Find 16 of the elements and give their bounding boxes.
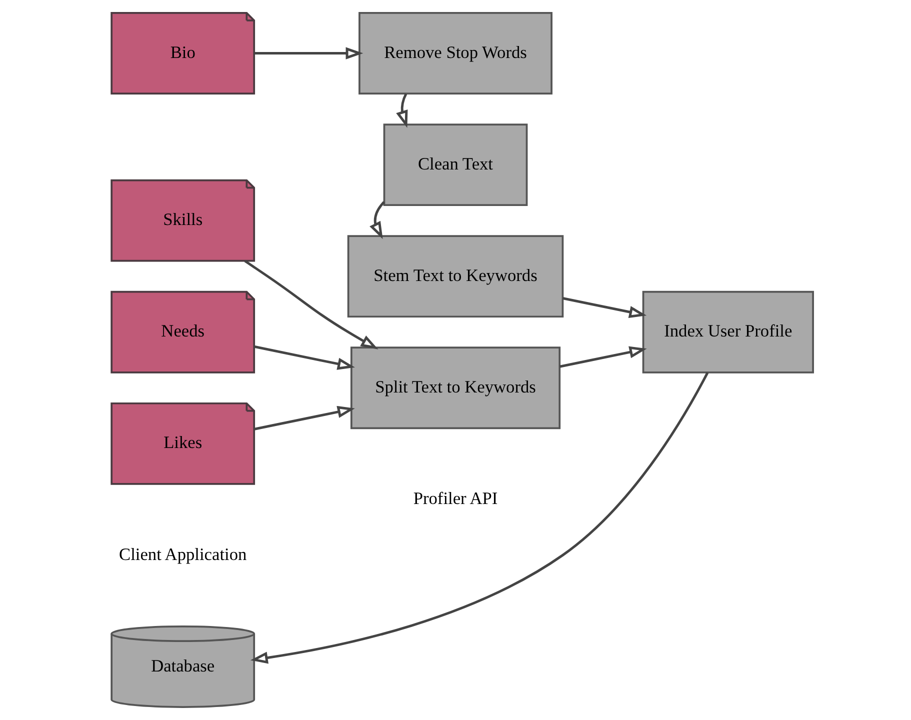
arrow	[559, 346, 647, 368]
arrow	[250, 372, 709, 664]
label: Client Application	[119, 544, 247, 564]
arrow	[370, 201, 385, 240]
arrow	[254, 345, 355, 370]
arrow	[562, 297, 647, 318]
node-box: Split Text to Keywords	[350, 346, 561, 430]
node-box: Remove Stop Words	[358, 12, 552, 94]
label: Profiler API	[413, 489, 498, 508]
node-box: Stem Text to Keywords	[347, 235, 564, 318]
node-box: Clean Text	[383, 124, 528, 206]
arrow	[244, 260, 378, 350]
arrow	[396, 93, 408, 128]
arrow	[254, 406, 355, 430]
arrow	[254, 47, 364, 60]
node-box: Index User Profile	[642, 290, 814, 374]
